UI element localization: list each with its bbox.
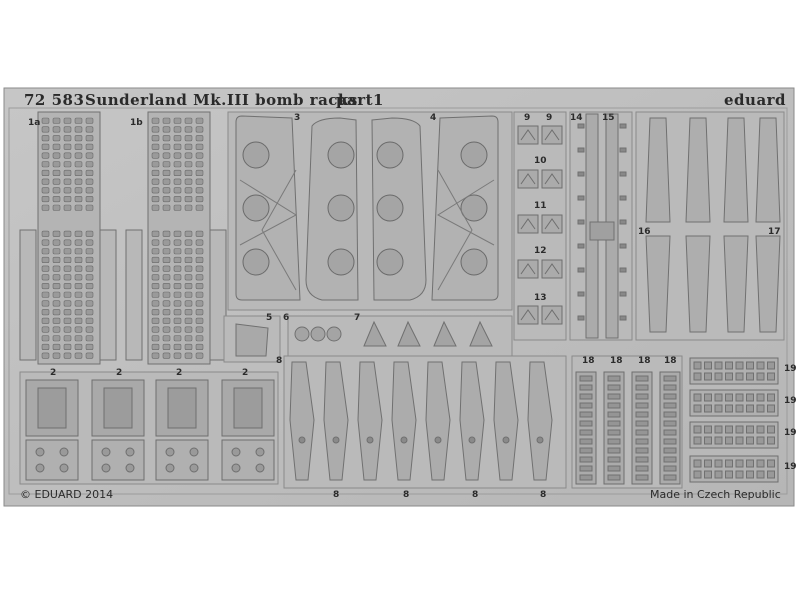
label-18-a: 18 bbox=[582, 356, 595, 366]
parts-9-13-small-brackets bbox=[513, 111, 567, 341]
part-1a-bomb-rack-plate bbox=[19, 111, 117, 365]
parts-5-6-7-small-parts bbox=[223, 315, 513, 363]
fret-title: Sunderland Mk.III bomb racks bbox=[85, 91, 358, 109]
label-8-a: 8 bbox=[333, 490, 340, 500]
parts-14-15-rack-strips bbox=[569, 111, 633, 341]
label-12: 12 bbox=[534, 246, 547, 256]
origin-text: Made in Czech Republic bbox=[650, 488, 781, 501]
label-2-d: 2 bbox=[242, 368, 249, 378]
label-15: 15 bbox=[602, 113, 615, 123]
part-indicator: part1 bbox=[336, 91, 384, 109]
label-11: 11 bbox=[534, 201, 547, 211]
label-1b: 1b bbox=[130, 118, 143, 128]
label-4: 4 bbox=[430, 113, 437, 123]
label-2-b: 2 bbox=[116, 368, 123, 378]
label-16: 16 bbox=[638, 227, 651, 237]
parts-16-17-bomb-crutches bbox=[635, 111, 785, 341]
label-5: 5 bbox=[266, 313, 273, 323]
label-9a: 9 bbox=[524, 113, 531, 123]
brand-logo: eduard bbox=[724, 91, 787, 109]
label-13: 13 bbox=[534, 293, 547, 303]
label-8-c: 8 bbox=[472, 490, 479, 500]
parts-18-19-strips-and-plates bbox=[571, 355, 779, 489]
label-18-d: 18 bbox=[664, 356, 677, 366]
label-19-d: 19 bbox=[784, 462, 797, 472]
label-19-c: 19 bbox=[784, 428, 797, 438]
parts-2-rack-boxes bbox=[19, 371, 279, 485]
label-2-c: 2 bbox=[176, 368, 183, 378]
label-10: 10 bbox=[534, 156, 547, 166]
copyright-text: © EDUARD 2014 bbox=[20, 488, 114, 501]
set-number: 72 583 bbox=[24, 91, 85, 109]
label-18-b: 18 bbox=[610, 356, 623, 366]
label-2-a: 2 bbox=[50, 368, 57, 378]
label-19-b: 19 bbox=[784, 396, 797, 406]
label-8-top: 8 bbox=[276, 356, 283, 366]
label-18-c: 18 bbox=[638, 356, 651, 366]
label-17: 17 bbox=[768, 227, 781, 237]
label-19-a: 19 bbox=[784, 364, 797, 374]
parts-8-release-arms bbox=[283, 355, 567, 489]
label-1a: 1a bbox=[28, 118, 41, 128]
part-3-4-rack-panels bbox=[227, 111, 513, 311]
label-8-d: 8 bbox=[540, 490, 547, 500]
label-14: 14 bbox=[570, 113, 583, 123]
label-9b: 9 bbox=[546, 113, 553, 123]
part-1b-bomb-rack-plate bbox=[125, 111, 227, 365]
label-7: 7 bbox=[354, 313, 361, 323]
label-8-b: 8 bbox=[403, 490, 410, 500]
label-3: 3 bbox=[294, 113, 301, 123]
label-6: 6 bbox=[283, 313, 290, 323]
